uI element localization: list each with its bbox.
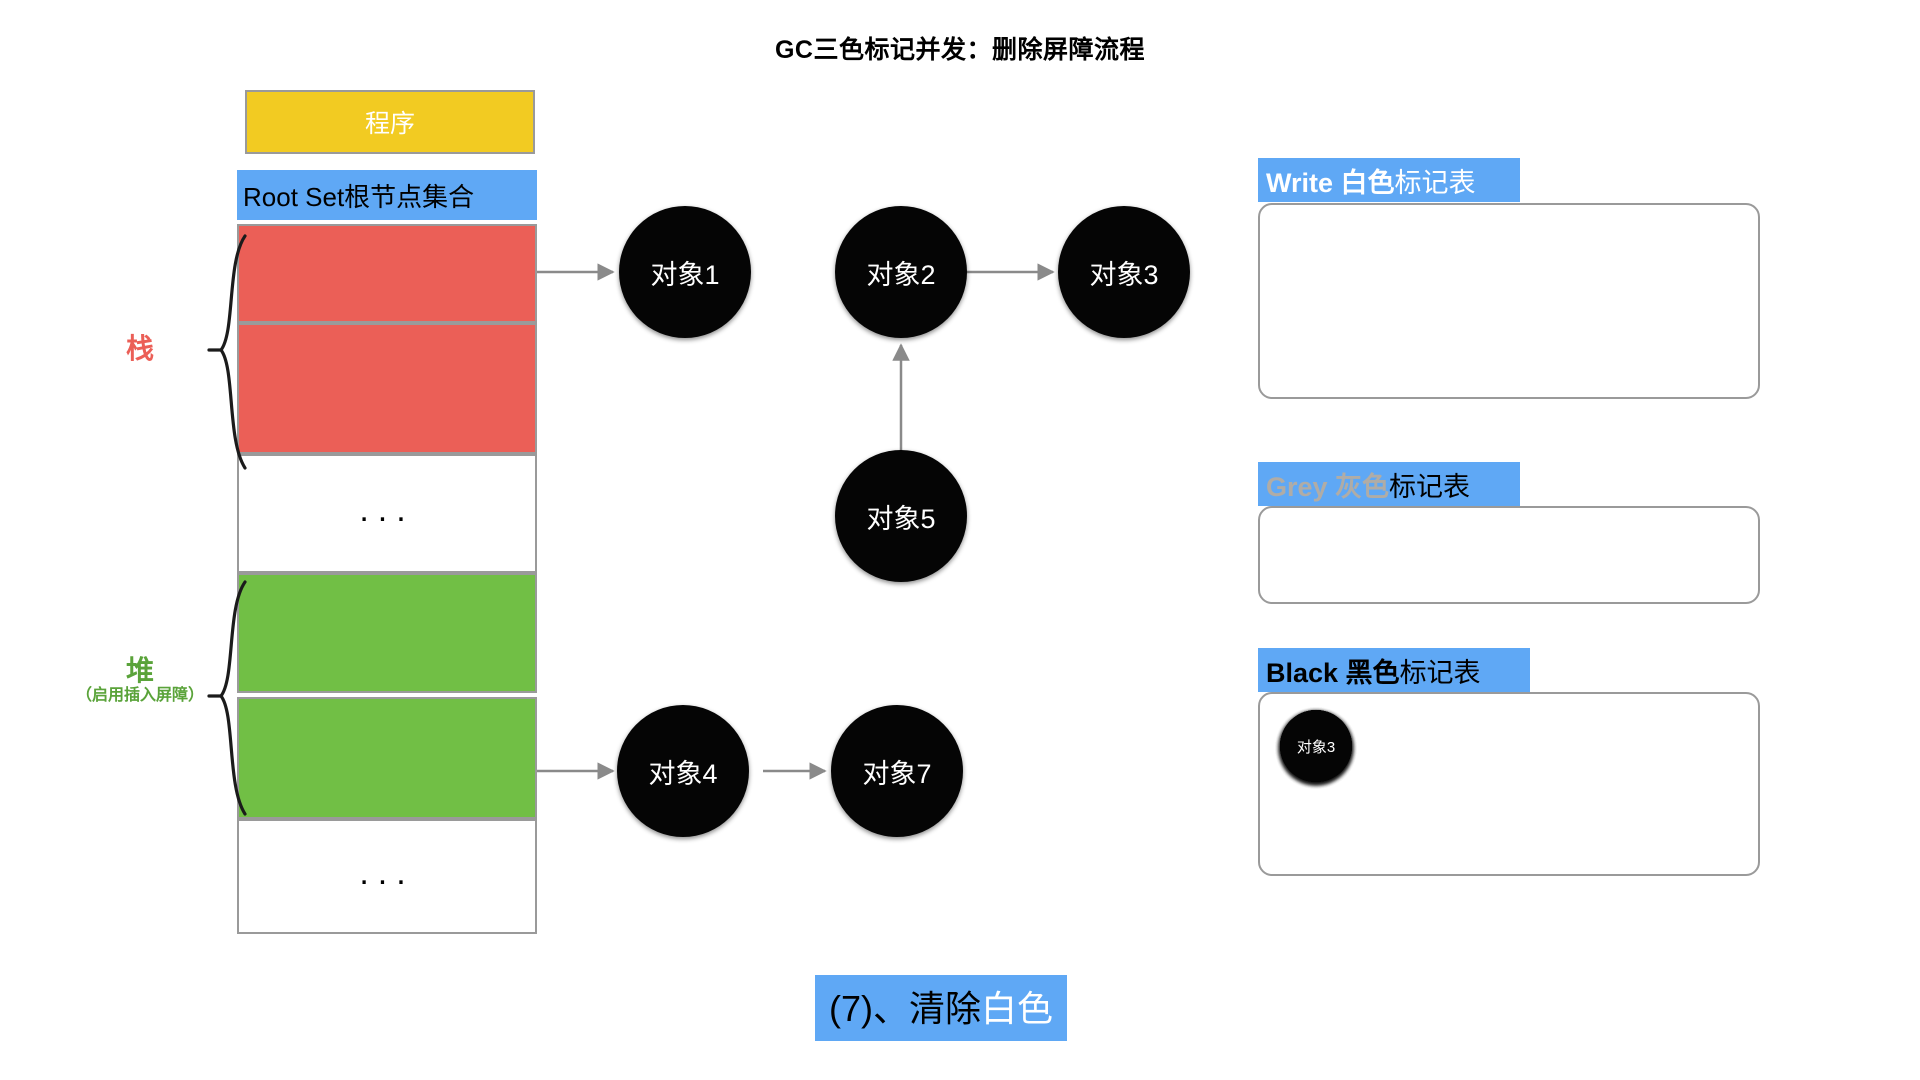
node-label: 对象7: [862, 758, 932, 789]
root-set-label: Root Set根节点集合: [243, 181, 475, 212]
stack-cell-2: [237, 323, 537, 454]
heap-cell-2: [237, 697, 537, 819]
ellipsis-label: ...: [359, 853, 415, 892]
mark-table-chip-label: 对象3: [1296, 738, 1336, 756]
white-table-header-rest: 标记表: [1394, 167, 1476, 198]
black-table-header-bold: Black 黑色: [1266, 657, 1400, 688]
black-table-header-rest: 标记表: [1399, 657, 1481, 688]
white-table-header-bold: Write 白色: [1266, 167, 1395, 198]
grey-table-header-rest: 标记表: [1389, 471, 1471, 502]
node-object3[interactable]: 对象3: [1058, 206, 1190, 338]
grey-table-body[interactable]: [1258, 506, 1760, 604]
stack-ellipsis-cell: ...: [237, 454, 537, 573]
step-caption-prefix: (7)、清除: [829, 988, 981, 1029]
node-object1[interactable]: 对象1: [619, 206, 751, 338]
grey-table-header-bold: Grey 灰色: [1266, 471, 1390, 502]
heap-label: 堆 （启用插入屏障）: [40, 655, 240, 706]
grey-table-items: [1282, 522, 1738, 588]
step-caption-highlight: 白色: [981, 988, 1054, 1029]
node-label: 对象1: [650, 259, 720, 290]
white-table-body[interactable]: [1258, 203, 1760, 399]
black-table-items: 对象1对象4对象5对象7对象2对象3: [1280, 710, 1742, 870]
root-set-box: Root Set根节点集合: [237, 170, 537, 220]
node-label: 对象4: [648, 758, 718, 789]
program-box: 程序: [245, 90, 535, 154]
page-title: GC三色标记并发：删除屏障流程: [774, 36, 1145, 64]
grey-table-header: Grey 灰色 标记表: [1258, 462, 1520, 506]
heap-ellipsis-cell: ...: [237, 819, 537, 934]
node-object5[interactable]: 对象5: [835, 450, 967, 582]
step-caption: (7)、清除白色: [815, 975, 1068, 1041]
mark-table-chip[interactable]: 对象3: [1280, 710, 1352, 782]
program-label: 程序: [364, 110, 415, 138]
node-object7[interactable]: 对象7: [831, 705, 963, 837]
node-object4[interactable]: 对象4: [617, 705, 749, 837]
stack-label-text: 栈: [125, 333, 154, 364]
black-table-header: Black 黑色 标记表: [1258, 648, 1530, 692]
heap-cell-1: [237, 573, 537, 693]
heap-sublabel-text: （启用插入屏障）: [75, 687, 204, 705]
node-label: 对象3: [1089, 259, 1159, 290]
node-object2[interactable]: 对象2: [835, 206, 967, 338]
heap-brace: [207, 580, 247, 816]
stack-brace: [207, 234, 247, 470]
stack-cell-1: [237, 224, 537, 323]
node-label: 对象2: [866, 259, 936, 290]
ellipsis-label: ...: [359, 490, 415, 529]
heap-label-text: 堆: [125, 655, 154, 686]
white-table-items: [1282, 222, 1738, 382]
stack-label: 栈: [80, 333, 200, 365]
node-label: 对象5: [866, 503, 936, 534]
white-table-header: Write 白色 标记表: [1258, 158, 1520, 202]
